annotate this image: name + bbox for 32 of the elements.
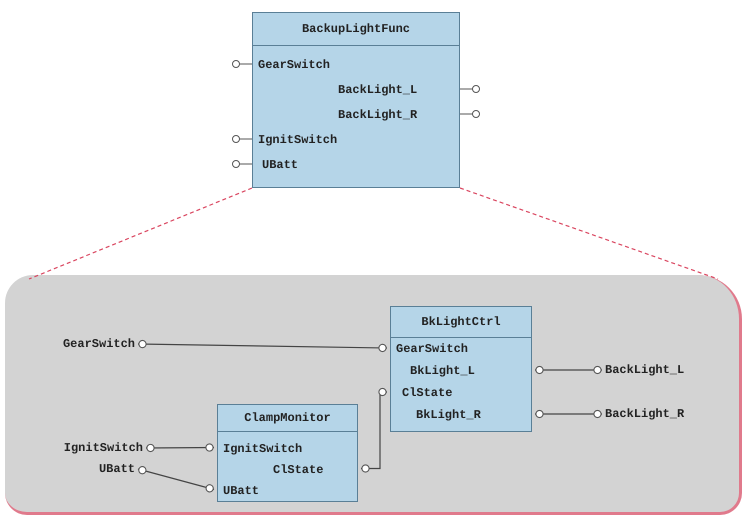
port-label: GearSwitch [396, 343, 468, 355]
port-label: BackLight_L [338, 84, 418, 96]
port-label: BackLight_R [338, 108, 418, 120]
zoom-connector [460, 187, 718, 280]
block-title: BkLightCtrl [391, 307, 531, 338]
port-label: ClState [402, 387, 452, 399]
signal-line [361, 388, 387, 473]
signal-label: BackLight_L [605, 361, 735, 379]
signal-line [535, 410, 602, 418]
signal-label: GearSwitch [35, 335, 135, 353]
component-block [252, 12, 460, 188]
signal-label: BackLight_R [605, 405, 735, 423]
signal-line [146, 443, 214, 452]
block-title: ClampMonitor [218, 405, 357, 432]
port-label: IgnitSwitch [223, 442, 302, 454]
signal-line [138, 340, 387, 352]
port-label: ClState [273, 464, 324, 476]
detail-panel [5, 275, 742, 515]
port-label: IgnitSwitch [258, 134, 338, 146]
signal-label: IgnitSwitch [23, 439, 143, 457]
signal-line [138, 466, 214, 492]
port-label: GearSwitch [258, 58, 330, 70]
signal-line [535, 366, 602, 374]
port-label: BkLight_L [410, 365, 475, 377]
block-title: BackupLightFunc [253, 13, 459, 46]
port-label: BkLight_R [416, 409, 481, 421]
port-label: UBatt [223, 484, 260, 496]
component-block [217, 404, 358, 502]
zoom-connector [28, 187, 252, 280]
component-block [390, 306, 532, 432]
signal-label: UBatt [75, 460, 135, 478]
port-label: UBatt [262, 158, 298, 170]
